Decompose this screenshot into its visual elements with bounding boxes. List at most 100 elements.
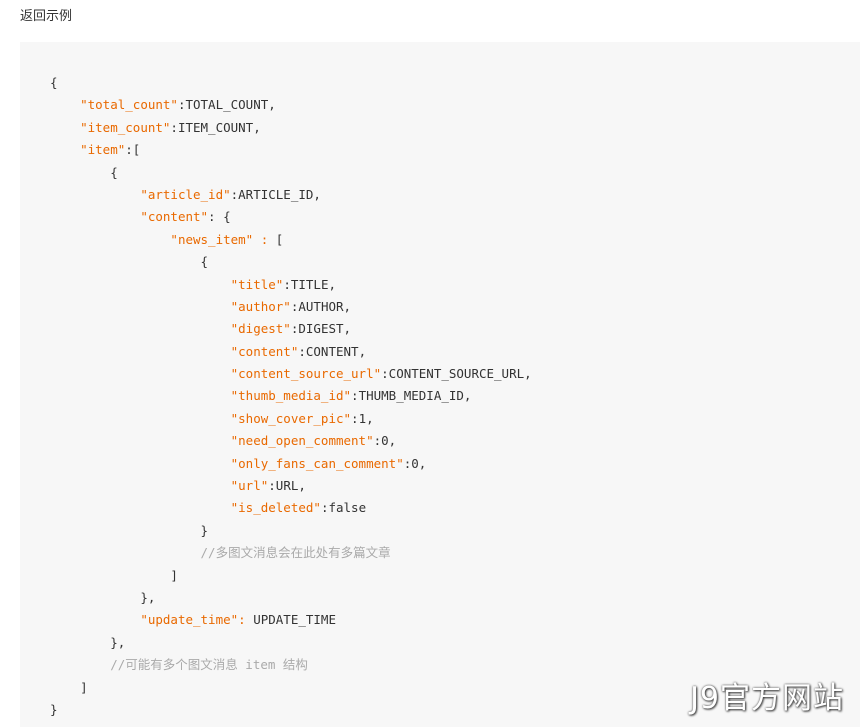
json-value: { [200, 254, 209, 270]
json-value: :THUMB_MEDIA_ID, [351, 388, 472, 404]
json-key: "digest" [230, 321, 291, 337]
json-value: { [110, 164, 118, 180]
code-indent [50, 165, 110, 180]
json-value: :1, [351, 410, 374, 426]
json-value: :0, [403, 455, 427, 471]
json-key: "update_time": [140, 612, 254, 628]
code-comment: //可能有多个图文消息 item 结构 [110, 657, 308, 673]
code-line: { [50, 72, 532, 94]
code-line: "article_id":ARTICLE_ID, [50, 184, 532, 206]
code-indent [50, 657, 110, 672]
json-value: :CONTENT, [298, 343, 367, 359]
code-comment: //多图文消息会在此处有多篇文章 [200, 545, 391, 561]
json-value: }, [110, 634, 126, 650]
code-indent [50, 299, 231, 314]
code-indent [50, 344, 231, 359]
json-value: UPDATE_TIME [253, 612, 336, 628]
code-line: ] [50, 677, 532, 699]
code-indent [50, 433, 231, 448]
json-example: { "total_count":TOTAL_COUNT, "item_count… [50, 72, 532, 721]
code-line: }, [50, 587, 532, 609]
code-line: "content": { [50, 206, 532, 228]
json-value: :ARTICLE_ID, [230, 186, 321, 202]
code-indent [50, 523, 201, 538]
json-value: :TOTAL_COUNT, [177, 97, 276, 113]
code-indent [50, 97, 80, 112]
code-indent [50, 680, 80, 695]
code-indent [50, 590, 140, 605]
code-line: } [50, 520, 532, 542]
code-indent [50, 142, 80, 157]
code-line: "news_item" : [ [50, 229, 532, 251]
code-line: "url":URL, [50, 475, 532, 497]
code-line: ] [50, 565, 532, 587]
json-value: :TITLE, [283, 276, 336, 292]
code-line: "is_deleted":false [50, 497, 532, 519]
json-key: "content" [230, 343, 299, 359]
code-line: "item":[ [50, 139, 532, 161]
code-indent [50, 500, 231, 515]
code-line: "only_fans_can_comment":0, [50, 453, 532, 475]
code-line: //多图文消息会在此处有多篇文章 [50, 542, 532, 564]
json-value: :[ [125, 142, 141, 158]
code-line: "total_count":TOTAL_COUNT, [50, 94, 532, 116]
code-indent [50, 321, 231, 336]
watermark-logo: J9官方网站 [690, 681, 844, 716]
json-value: : { [208, 209, 231, 225]
code-indent [50, 232, 170, 247]
code-line: } [50, 699, 532, 721]
json-key: "content_source_url" [230, 366, 382, 382]
json-value: :false [320, 500, 367, 516]
json-value: { [50, 75, 58, 90]
json-value: :0, [373, 433, 397, 449]
json-key: "only_fans_can_comment" [230, 455, 404, 471]
json-key: "item" [80, 142, 126, 158]
code-indent [50, 187, 140, 202]
code-indent [50, 545, 201, 560]
code-block: { "total_count":TOTAL_COUNT, "item_count… [20, 42, 860, 727]
code-indent [50, 366, 231, 381]
json-key: "need_open_comment" [230, 433, 374, 449]
code-indent [50, 411, 231, 426]
code-indent [50, 120, 80, 135]
code-line: }, [50, 632, 532, 654]
json-key: "thumb_media_id" [230, 388, 352, 404]
json-value: :URL, [268, 478, 306, 494]
code-line: "thumb_media_id":THUMB_MEDIA_ID, [50, 385, 532, 407]
json-value: :ITEM_COUNT, [170, 119, 261, 135]
json-value: ] [80, 679, 88, 695]
code-indent [50, 388, 231, 403]
json-value: :DIGEST, [290, 321, 352, 337]
code-indent [50, 478, 231, 493]
code-indent [50, 568, 170, 583]
code-indent [50, 254, 201, 269]
json-key: "is_deleted" [230, 500, 321, 516]
json-key: "item_count" [80, 119, 171, 135]
json-value: :AUTHOR, [290, 298, 352, 314]
json-value: :CONTENT_SOURCE_URL, [381, 366, 532, 382]
json-value: } [200, 522, 209, 538]
json-value: ] [170, 567, 178, 583]
json-key: "news_item" : [170, 231, 276, 247]
code-indent [50, 277, 231, 292]
code-line: "update_time": UPDATE_TIME [50, 609, 532, 631]
code-line: "author":AUTHOR, [50, 296, 532, 318]
code-line: "item_count":ITEM_COUNT, [50, 117, 532, 139]
json-key: "content" [140, 209, 209, 225]
code-line: "title":TITLE, [50, 274, 532, 296]
json-key: "total_count" [80, 97, 178, 113]
json-key: "article_id" [140, 186, 231, 202]
code-indent [50, 612, 140, 627]
json-value: }, [140, 589, 156, 605]
json-key: "url" [230, 478, 269, 494]
code-line: "show_cover_pic":1, [50, 408, 532, 430]
code-indent [50, 456, 231, 471]
code-indent [50, 209, 140, 224]
code-line: "content_source_url":CONTENT_SOURCE_URL, [50, 363, 532, 385]
json-value: [ [275, 231, 284, 247]
code-line: //可能有多个图文消息 item 结构 [50, 654, 532, 676]
json-key: "author" [230, 298, 291, 314]
json-key: "title" [230, 276, 284, 292]
code-line: "digest":DIGEST, [50, 318, 532, 340]
json-key: "show_cover_pic" [230, 410, 352, 426]
